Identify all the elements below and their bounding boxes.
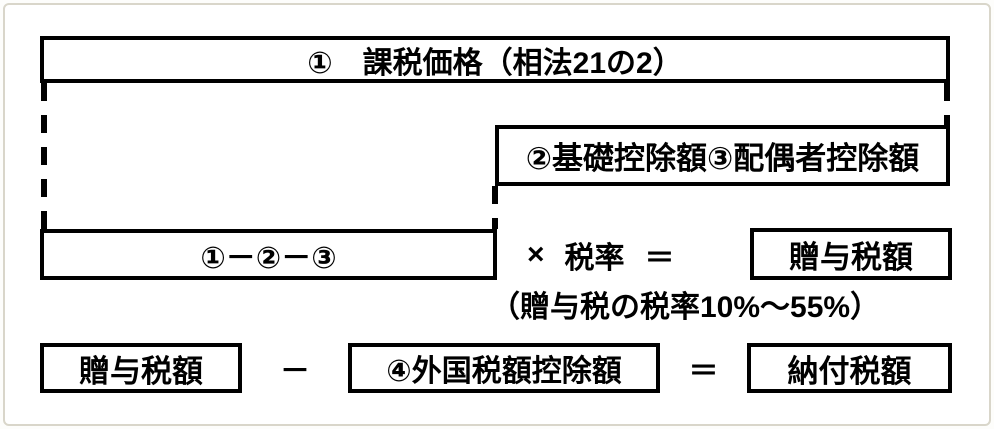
gift-tax-box: 贈与税額 <box>40 343 242 393</box>
tax-rate-note: （贈与税の税率10%～55%） <box>490 291 881 324</box>
multiply-sign: × <box>527 237 545 271</box>
tax-rate-label: 税率 <box>564 241 625 275</box>
dashed-connector-middle <box>492 186 498 229</box>
dashed-connector-left <box>41 83 47 229</box>
taxable-price-box: ① 課税価格（相法21の2） <box>40 36 950 83</box>
deduction-box: ②基礎控除額③配偶者控除額 <box>495 125 950 186</box>
net-amount-box: ①－②－③ <box>40 229 497 280</box>
foreign-tax-credit-box: ④外国税額控除額 <box>348 343 660 393</box>
equals-sign: ＝ <box>644 241 675 275</box>
dashed-connector-right <box>944 83 950 126</box>
minus-sign: － <box>280 355 310 388</box>
equals-sign-2: ＝ <box>688 355 719 388</box>
payable-tax-box: 納付税額 <box>747 343 952 393</box>
gift-tax-result-box: 贈与税額 <box>750 228 952 280</box>
formula-operator-row: × 税率 ＝ <box>527 229 675 280</box>
